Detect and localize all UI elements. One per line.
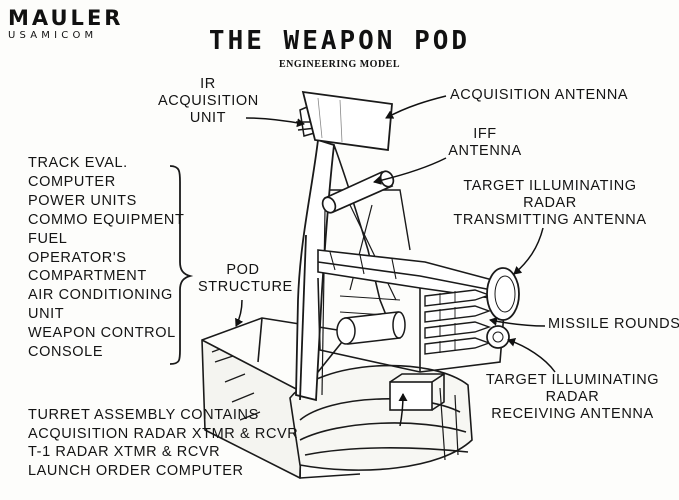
list-item: FUEL bbox=[28, 230, 68, 247]
list-item: T-1 RADAR XTMR & RCVR bbox=[28, 444, 221, 460]
arrow-acquisition-antenna bbox=[385, 95, 447, 119]
label-ir-acquisition-unit: IR ACQUISITION UNIT bbox=[158, 76, 259, 127]
label-acquisition-antenna: ACQUISITION ANTENNA bbox=[450, 87, 629, 103]
label-pod-structure: POD STRUCTURE bbox=[198, 262, 293, 296]
transmitting-antenna-dish bbox=[486, 267, 520, 321]
pod-contents-list: TRACK EVAL. COMPUTER POWER UNITS COMMO E… bbox=[28, 154, 184, 362]
list-item: TRACK EVAL. bbox=[28, 155, 128, 171]
arrow-missile-rounds bbox=[489, 316, 546, 327]
turret-ring bbox=[289, 364, 473, 471]
mauler-logo: MAULER USAMICOM bbox=[8, 6, 124, 42]
arrow-iff-antenna bbox=[373, 157, 447, 185]
pod-contents-bracket bbox=[169, 165, 194, 365]
acquisition-antenna-shape bbox=[301, 90, 393, 152]
arrow-transmitting-antenna bbox=[513, 227, 544, 275]
list-item: LAUNCH ORDER COMPUTER bbox=[28, 462, 244, 479]
logo-main-text: MAULER bbox=[8, 6, 124, 30]
label-missile-rounds: MISSILE ROUNDS bbox=[548, 316, 679, 332]
arrow-receiving-antenna bbox=[507, 337, 556, 373]
list-item: COMPARTMENT bbox=[28, 268, 147, 285]
turret-assembly-list: TURRET ASSEMBLY CONTAINS ACQUISITION RAD… bbox=[28, 406, 298, 480]
list-item: OPERATOR'S bbox=[28, 249, 127, 266]
page-subtitle: ENGINEERING MODEL bbox=[278, 59, 400, 70]
arrow-turret-assembly bbox=[398, 393, 408, 427]
list-item: WEAPON CONTROL bbox=[28, 325, 176, 342]
missile-rounds-shape bbox=[339, 289, 492, 355]
list-item: COMMO EQUIPMENT bbox=[28, 211, 185, 228]
label-transmitting-antenna: TARGET ILLUMINATING RADAR TRANSMITTING A… bbox=[453, 178, 647, 229]
list-item: COMPUTER bbox=[28, 173, 116, 190]
list-item: POWER UNITS bbox=[28, 192, 137, 209]
list-item: ACQUISITION RADAR XTMR & RCVR bbox=[28, 425, 299, 442]
label-iff-antenna: IFF ANTENNA bbox=[448, 126, 522, 160]
turret-drive-cylinder bbox=[336, 311, 406, 345]
list-item: CONSOLE bbox=[28, 344, 104, 361]
list-item: TURRET ASSEMBLY CONTAINS bbox=[28, 407, 259, 423]
arrow-pod-structure bbox=[235, 299, 244, 327]
list-item: AIR CONDITIONING bbox=[28, 287, 173, 304]
receiving-antenna-shape bbox=[486, 325, 510, 349]
label-receiving-antenna: TARGET ILLUMINATING RADAR RECEIVING ANTE… bbox=[485, 372, 660, 423]
arrow-ir-acquisition bbox=[245, 117, 305, 128]
page-title: THE WEAPON POD bbox=[208, 26, 471, 56]
list-item: UNIT bbox=[28, 306, 65, 323]
logo-sub-text: USAMICOM bbox=[8, 30, 98, 41]
leader-lines bbox=[235, 95, 556, 427]
